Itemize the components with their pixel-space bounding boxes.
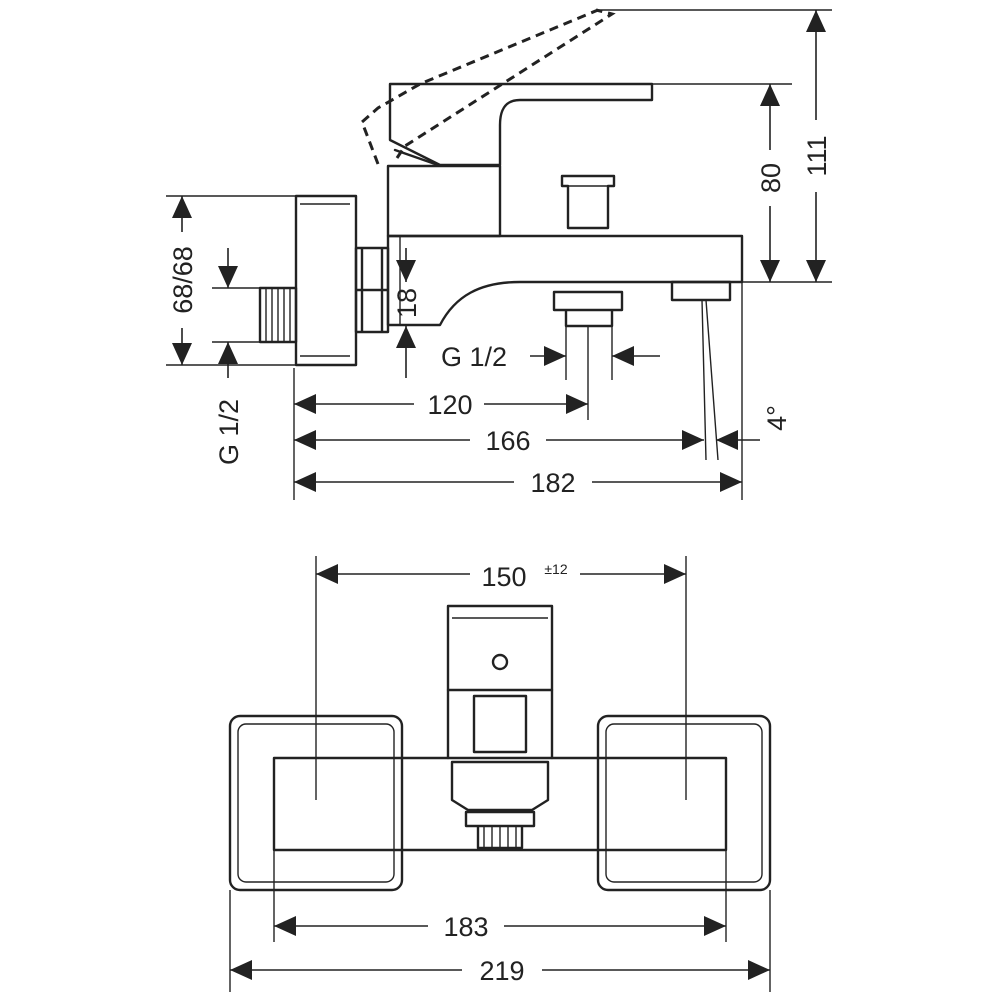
dim-183-label: 183 (443, 912, 488, 942)
spout-mouth (450, 760, 550, 812)
dim-182-label: 182 (530, 468, 575, 498)
top-view: 150 ±12 183 219 (228, 556, 772, 992)
dim-120-label: 120 (427, 390, 472, 420)
dim-166-label: 166 (485, 426, 530, 456)
dim-166: 166 (294, 424, 760, 456)
side-view: 111 80 68/68 G 1/2 (166, 8, 832, 500)
mixer-body (386, 234, 744, 327)
connector-nut (354, 246, 390, 334)
dim-68-68: 68/68 (168, 196, 198, 365)
lever-handle (388, 82, 654, 167)
dim-80-label: 80 (756, 163, 786, 193)
spout-aerator (670, 280, 732, 302)
body-bar (272, 756, 728, 852)
dim-inlet-thread-label: G 1/2 (214, 399, 244, 465)
right-flange (596, 714, 772, 892)
dim-219: 219 (230, 954, 770, 986)
dim-150-tolerance: ±12 (544, 561, 567, 577)
wall-flange (294, 194, 358, 367)
diverter-stem (446, 688, 554, 760)
cartridge-housing (386, 164, 502, 238)
dim-120: 120 (294, 388, 588, 420)
dim-111: 111 (802, 10, 832, 282)
dim-inlet-thread: G 1/2 (214, 248, 244, 465)
dim-80: 80 (756, 84, 786, 282)
dim-183: 183 (274, 910, 726, 942)
bottom-outlet (552, 290, 624, 328)
dim-angle-label: 4° (762, 405, 792, 431)
jet-angle-lines (701, 299, 719, 461)
diverter-knob (560, 174, 616, 230)
dim-182: 182 (294, 466, 742, 498)
lever-raised-dashed (360, 8, 599, 165)
dim-18: 18 (392, 248, 422, 378)
dim-150-label: 150 (481, 562, 526, 592)
dim-68-68-label: 68/68 (168, 246, 198, 314)
dim-111-label: 111 (802, 135, 832, 176)
dim-outlet-thread: G 1/2 (441, 342, 660, 372)
diverter-center-dot (491, 653, 509, 671)
dim-18-label: 18 (392, 288, 422, 318)
dim-219-label: 219 (479, 956, 524, 986)
dim-150: 150 ±12 (316, 556, 686, 592)
dim-outlet-thread-label: G 1/2 (441, 342, 507, 372)
